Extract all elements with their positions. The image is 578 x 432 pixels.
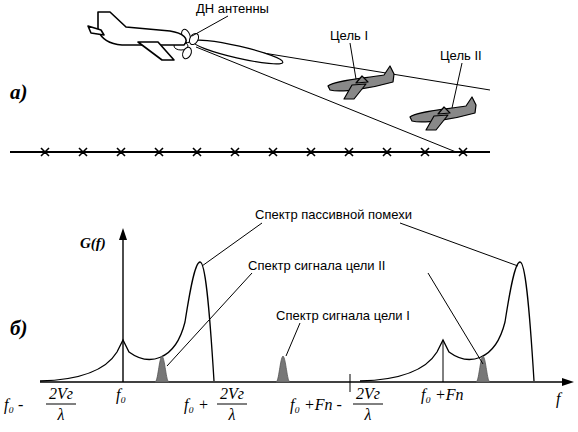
side-lobe [181, 46, 193, 60]
y-axis [122, 232, 123, 382]
leader-line [400, 223, 518, 266]
leader-line [428, 273, 483, 364]
frequency-label: f₀ + [184, 397, 209, 413]
target-aircraft [328, 66, 394, 99]
callout-label: Цель II [440, 49, 482, 62]
panel-letter: б) [10, 318, 27, 339]
leader-line [452, 63, 462, 108]
frequency-label: f₀ +Fп - [290, 397, 342, 413]
target-aircraft [410, 97, 476, 130]
fraction-denominator: λ [229, 407, 236, 423]
tick [350, 374, 351, 392]
panel-letter: а) [10, 82, 28, 103]
callout-label: ДН антенны [196, 2, 269, 15]
leader-line [167, 273, 252, 366]
fraction-denominator: λ [58, 407, 65, 423]
fraction-numerator: 2Vг [356, 386, 380, 402]
callout-label: Спектр сигнала цели II [248, 259, 385, 272]
fraction-denominator: λ [365, 407, 372, 423]
target-spectrum [276, 356, 290, 382]
axis-arrow [562, 378, 574, 386]
fraction-numerator: 2Vг [220, 386, 244, 402]
frequency-label: f₀ - [4, 397, 23, 413]
fraction-bar [353, 404, 383, 405]
axis-label: G(f) [80, 236, 106, 251]
beam-edge [196, 47, 456, 152]
radar-aircraft [88, 12, 186, 60]
axis-arrow [119, 228, 127, 240]
fraction-bar [46, 404, 76, 405]
leader-line [286, 323, 300, 356]
antenna-lobe [192, 36, 284, 68]
tick [443, 340, 444, 382]
frequency-label: f₀ +Fп [421, 387, 464, 403]
leader-line [350, 43, 356, 79]
side-lobe [188, 32, 201, 46]
fraction-bar [217, 404, 247, 405]
leader-line [192, 16, 228, 36]
axis-label: f [556, 391, 560, 407]
callout-label: Цель I [330, 29, 368, 42]
target-spectrum [476, 356, 490, 382]
frequency-label: f₀ [116, 387, 126, 403]
target-spectrum [155, 356, 169, 382]
callout-label: Спектр сигнала цели I [276, 309, 410, 322]
clutter-spectrum [40, 262, 214, 381]
callout-label: Спектр пассивной помехи [255, 208, 412, 221]
fraction-numerator: 2Vг [49, 386, 73, 402]
ground-clutter-marks [41, 148, 467, 156]
